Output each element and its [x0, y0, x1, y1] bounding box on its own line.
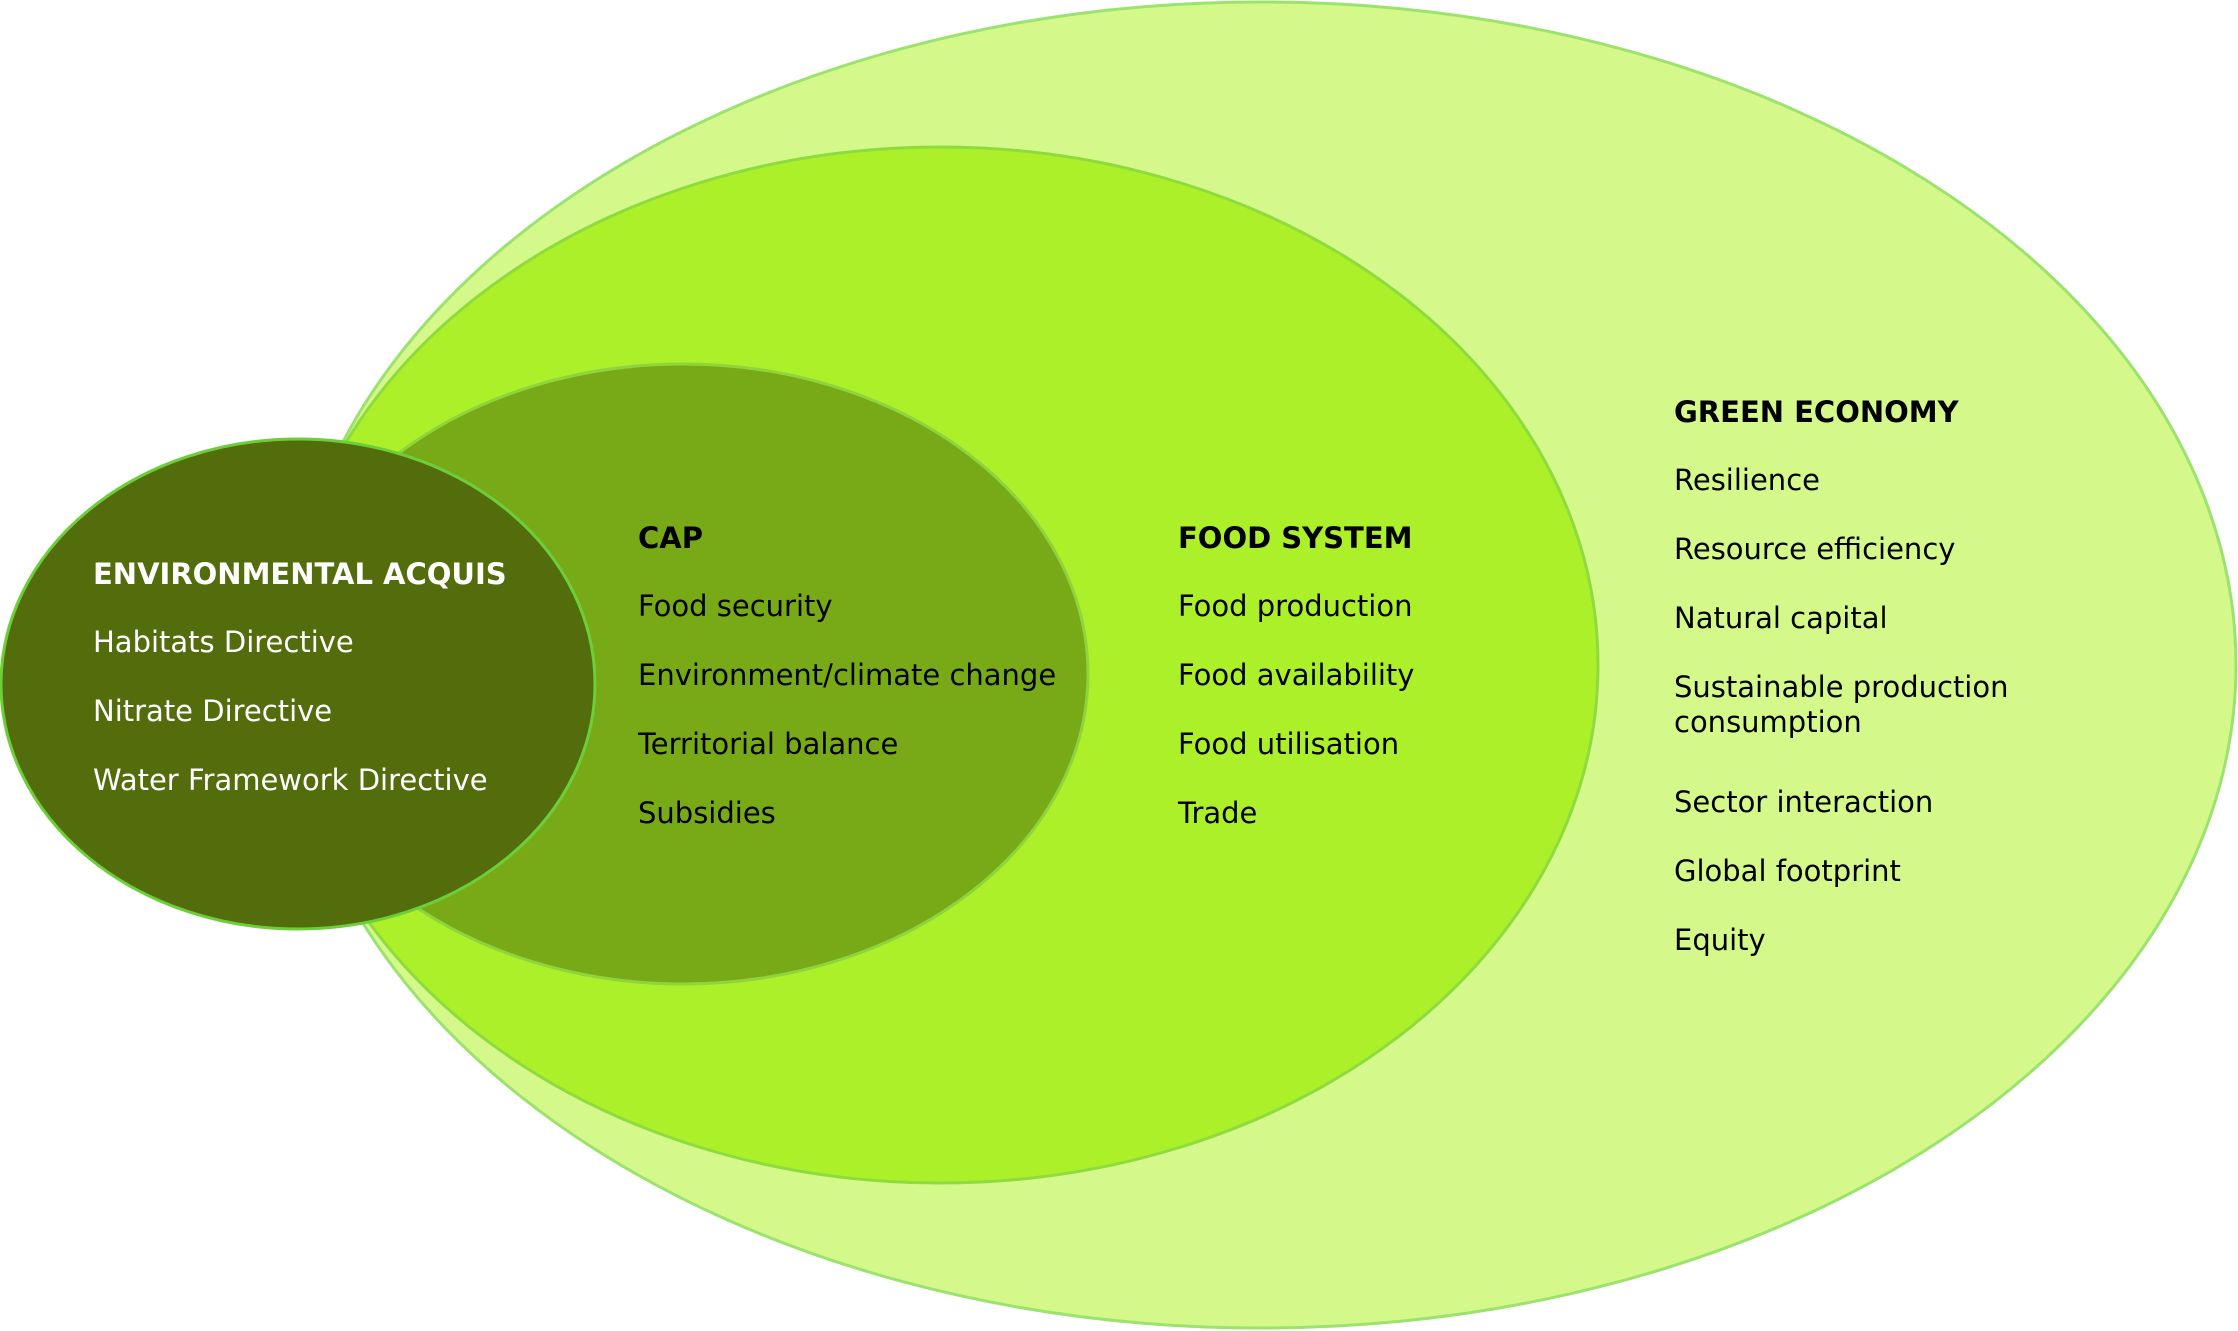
- environmental-acquis-ellipse: [0, 437, 597, 931]
- environmental-acquis-item-water-framework-directive: Water Framework Directive: [93, 763, 488, 797]
- environmental-acquis-title: ENVIRONMENTAL ACQUIS: [93, 557, 507, 591]
- green-economy-item-resilience: Resilience: [1674, 463, 1820, 497]
- food-system-labels: FOOD SYSTEM Food production Food availab…: [1178, 521, 1414, 865]
- green-economy-title: GREEN ECONOMY: [1674, 395, 1959, 429]
- food-system-item-food-production: Food production: [1178, 589, 1413, 623]
- cap-title: CAP: [638, 521, 703, 555]
- food-system-item-food-utilisation: Food utilisation: [1178, 727, 1400, 761]
- green-economy-item-resource-efficiency: Resource efficiency: [1674, 532, 1956, 566]
- green-economy-item-equity: Equity: [1674, 923, 1766, 957]
- environmental-acquis-item-habitats-directive: Habitats Directive: [93, 625, 354, 659]
- food-system-item-food-availability: Food availability: [1178, 658, 1415, 692]
- cap-item-subsidies: Subsidies: [638, 796, 776, 830]
- green-economy-item-sustainable-production: Sustainable production consumption: [1674, 670, 2009, 739]
- environmental-acquis-item-nitrate-directive: Nitrate Directive: [93, 694, 333, 728]
- green-economy-item-natural-capital: Natural capital: [1674, 601, 1888, 635]
- cap-labels: CAP Food security Environment/climate ch…: [638, 521, 1056, 865]
- cap-item-territorial-balance: Territorial balance: [638, 727, 899, 761]
- cap-item-environment-climate-change: Environment/climate change: [638, 658, 1057, 692]
- food-system-title: FOOD SYSTEM: [1178, 521, 1413, 555]
- green-economy-item-sector-interaction: Sector interaction: [1674, 785, 1934, 819]
- green-economy-item-global-footprint: Global footprint: [1674, 854, 1901, 888]
- green-economy-labels: GREEN ECONOMY Resilience Resource effici…: [1674, 395, 2154, 992]
- cap-item-food-security: Food security: [638, 589, 833, 623]
- food-system-item-trade: Trade: [1178, 796, 1258, 830]
- environmental-acquis-labels: ENVIRONMENTAL ACQUIS Habitats Directive …: [93, 557, 507, 832]
